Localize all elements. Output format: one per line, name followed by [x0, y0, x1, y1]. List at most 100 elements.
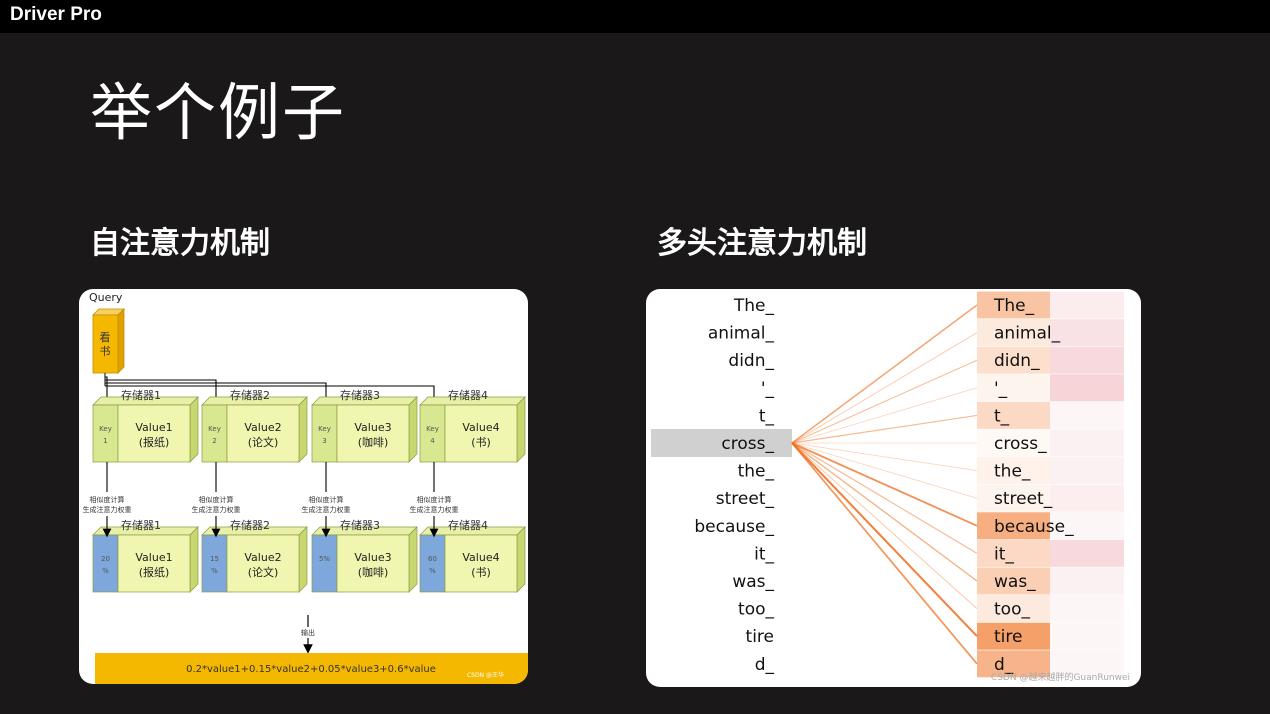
head1-weight-cell [977, 484, 1050, 512]
attention-line [791, 442, 978, 637]
attention-line [791, 387, 978, 444]
head2-weight-cell [1050, 291, 1124, 319]
attention-line [791, 442, 978, 527]
head1-weight-cell [977, 429, 1050, 457]
source-token: '_ [761, 379, 775, 399]
multi-head-attention-figure: The_The_animal_animal_didn_didn_'_'_t_t_… [646, 289, 1141, 687]
left-heading: 自注意力机制 [90, 226, 270, 261]
head1-weight-cell [977, 374, 1050, 402]
right-heading: 多头注意力机制 [657, 226, 867, 261]
query-label: Query [89, 291, 123, 304]
weight-value-2: Value2 [244, 551, 281, 564]
key-label-3: Key [318, 425, 331, 433]
head2-weight-cell [1050, 595, 1124, 623]
weight-label-3: 5% [319, 555, 330, 563]
target-token: cross_ [994, 434, 1047, 454]
head1-weight-cell [977, 512, 1050, 540]
head2-weight-cell [1050, 346, 1124, 374]
source-token: too_ [738, 600, 774, 620]
head2-weight-cell [1050, 650, 1124, 678]
output-label: 输出 [301, 628, 315, 637]
target-token: too_ [994, 600, 1030, 620]
target-token: t_ [994, 406, 1010, 426]
key-storage-name-4: 存储器4 [448, 388, 488, 402]
query-char-1: 看 [100, 330, 111, 344]
weight-label-1: % [102, 567, 109, 575]
head2-weight-cell [1050, 539, 1124, 567]
head1-weight-cell [977, 457, 1050, 485]
target-token: because_ [994, 517, 1074, 537]
left-watermark: CSDN @王华 [467, 671, 504, 679]
source-token: animal_ [708, 324, 775, 344]
target-token: street_ [994, 489, 1053, 509]
weight-storage-name-4: 存储器4 [448, 518, 488, 532]
source-token: didn_ [728, 351, 774, 371]
source-token: The_ [733, 296, 775, 316]
weight-value-3: Value3 [354, 551, 391, 564]
similarity-label-4: 生成注意力权重 [410, 505, 459, 514]
query-block: 看 书 [92, 308, 125, 374]
key-label-2: 2 [212, 437, 216, 445]
head1-weight-cell [977, 539, 1050, 567]
attention-line [791, 442, 978, 609]
key-value-4: Value4 [462, 421, 499, 434]
source-token: the_ [738, 462, 775, 482]
weight-value-1: Value1 [135, 551, 172, 564]
formula-bar [95, 653, 528, 684]
source-token: street_ [716, 489, 775, 509]
key-value-2: (论文) [248, 435, 279, 449]
head1-weight-cell [977, 319, 1050, 347]
attention-line [791, 359, 978, 444]
source-token: t_ [759, 406, 775, 426]
head1-weight-cell [977, 291, 1050, 319]
weight-value-4: (书) [471, 566, 491, 579]
key-label-1: Key [99, 425, 112, 433]
source-token: because_ [694, 517, 774, 537]
source-token: cross_ [721, 434, 774, 454]
similarity-label-3: 生成注意力权重 [302, 505, 351, 514]
weight-block-3: 5% Value3(咖啡) 存储器3 [311, 518, 418, 593]
weight-value-2: (论文) [248, 565, 279, 579]
key-label-1: 1 [103, 437, 107, 445]
target-token: '_ [994, 379, 1008, 399]
target-token: it_ [994, 544, 1014, 564]
query-char-2: 书 [100, 345, 111, 358]
head1-weight-cell [977, 650, 1050, 678]
key-value-2: Value2 [244, 421, 281, 434]
target-token: was_ [994, 572, 1036, 592]
head2-weight-cell [1050, 319, 1124, 347]
weight-label-1: 20 [101, 555, 110, 563]
head2-weight-cell [1050, 622, 1124, 650]
target-token: the_ [994, 462, 1031, 482]
key-value-4: (书) [471, 436, 491, 449]
key-storage-name-3: 存储器3 [340, 388, 380, 402]
source-token: tire [746, 627, 774, 647]
head2-weight-cell [1050, 401, 1124, 429]
key-label-3: 3 [322, 437, 326, 445]
attention-line [791, 442, 978, 665]
weight-label-4: % [429, 567, 436, 575]
weight-label-2: 15 [210, 555, 219, 563]
right-watermark: CSDN @越来越胖的GuanRunwei [991, 671, 1130, 683]
target-token: animal_ [994, 324, 1061, 344]
top-bar: Driver Pro [0, 0, 1270, 33]
weight-storage-name-3: 存储器3 [340, 518, 380, 532]
target-token: didn_ [994, 351, 1040, 371]
weight-value-1: (报纸) [139, 565, 170, 579]
head1-weight-cell [977, 567, 1050, 595]
similarity-label-4: 相似度计算 [417, 495, 452, 504]
weight-value-4: Value4 [462, 551, 499, 564]
key-storage-name-1: 存储器1 [121, 388, 161, 402]
weight-block-1: 20%Value1(报纸)存储器1 [92, 518, 199, 593]
head2-weight-cell [1050, 429, 1124, 457]
key-value-1: Value1 [135, 421, 172, 434]
similarity-label-1: 相似度计算 [90, 495, 125, 504]
slide-title: 举个例子 [90, 76, 347, 149]
weight-block-4: 60%Value4(书)存储器4 [419, 518, 526, 593]
weight-value-3: (咖啡) [358, 565, 389, 579]
attention-line [791, 332, 978, 444]
head2-weight-cell [1050, 484, 1124, 512]
head2-weight-cell [1050, 512, 1124, 540]
key-label-4: Key [426, 425, 439, 433]
